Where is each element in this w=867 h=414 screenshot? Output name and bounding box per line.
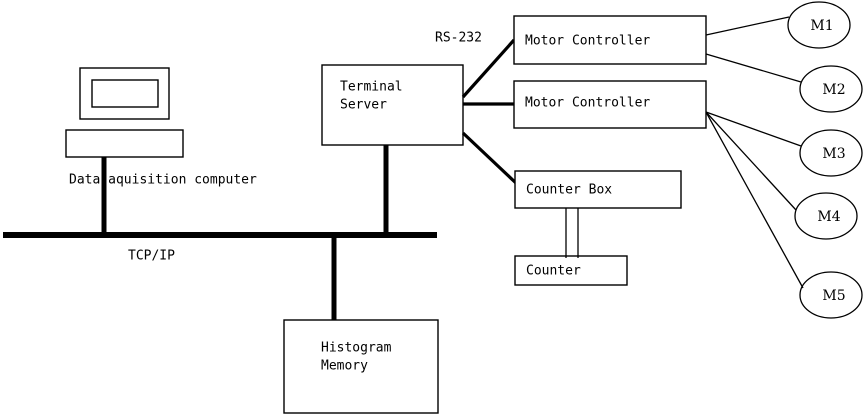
tcpip-bus-label: TCP/IP [128,249,175,264]
histogram-memory-box[interactable] [283,319,439,414]
rs232-link-label: RS-232 [435,31,482,46]
motor-controller-2-label: Motor Controller [525,96,650,111]
counter-box-label: Counter Box [526,183,612,198]
motor-label-m2: M2 [822,82,845,98]
data-acquisition-computer-label: Data aquisition computer [69,173,257,188]
link-motor-controller-2-to-m3 [705,111,802,147]
motor-controller-1-label: Motor Controller [525,34,650,49]
motor-node-m2[interactable] [799,65,863,113]
link-motor-controller-2-to-m4 [705,111,797,211]
motor-node-m1[interactable] [787,1,851,49]
link-motor-controller-2-to-m5 [705,111,804,289]
link-motor-controller-1-to-m2 [705,53,802,83]
histogram-memory-label-line1: Histogram [321,341,392,356]
motor-label-m4: M4 [817,209,840,225]
link-terminal-server-to-motor-controller-1 [461,38,516,99]
motor-label-m3: M3 [822,146,845,162]
link-motor-controller-1-to-m1 [705,16,790,36]
motor-node-m4[interactable] [794,192,858,240]
counter-box[interactable] [514,170,682,209]
link-terminal-server-to-counter-box [461,131,519,186]
computer-base-icon [65,129,184,158]
motor-controller-1-box[interactable] [513,15,707,65]
counter-box-device[interactable] [514,255,628,286]
motor-node-m3[interactable] [799,129,863,177]
motor-controller-2-box[interactable] [513,80,707,129]
counter-label: Counter [526,264,581,279]
monitor-screen-icon [91,79,159,108]
terminal-server-label-line1: Terminal [340,80,403,95]
motor-node-m5[interactable] [799,271,863,319]
motor-label-m5: M5 [822,288,845,304]
terminal-server-label-line2: Server [340,98,387,113]
terminal-server-box[interactable] [321,64,464,146]
motor-label-m1: M1 [810,18,833,34]
histogram-memory-label-line2: Memory [321,359,368,374]
